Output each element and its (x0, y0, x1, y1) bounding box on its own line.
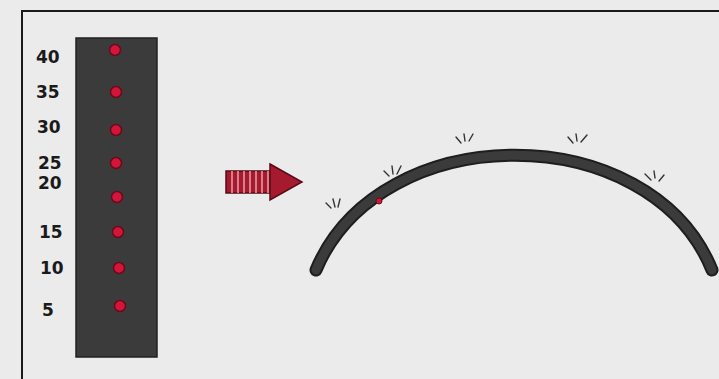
straight-strip (76, 38, 157, 357)
red-dots (110, 45, 126, 312)
frame-border (22, 11, 719, 379)
bent-strip-outline (316, 155, 712, 270)
scale-label: 30 (37, 119, 61, 136)
scale-label: 25 (38, 155, 62, 172)
scale-label: 35 (36, 84, 60, 101)
stress-marks (326, 134, 664, 208)
transform-arrow (226, 164, 302, 200)
bent-strip (316, 155, 712, 270)
scale-label: 15 (39, 224, 63, 241)
scale-label: 5 (42, 302, 54, 319)
red-dot (376, 198, 382, 204)
scale-label: 20 (38, 175, 62, 192)
scale-label: 40 (36, 49, 60, 66)
scale-label: 10 (40, 260, 64, 277)
